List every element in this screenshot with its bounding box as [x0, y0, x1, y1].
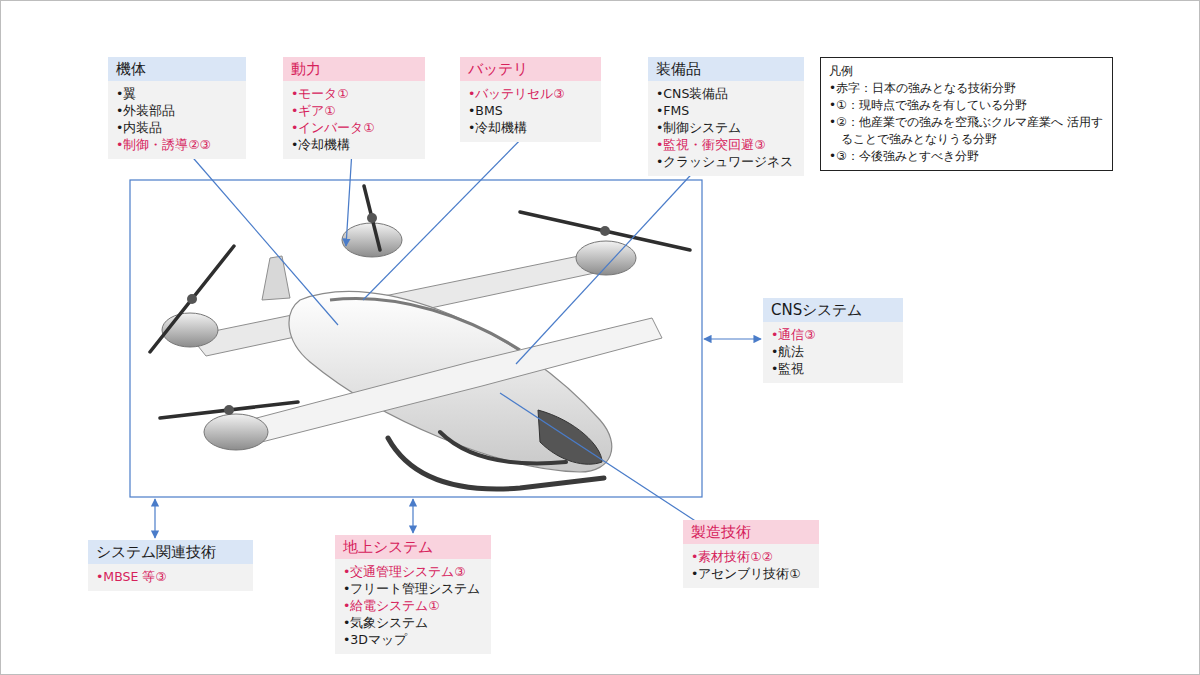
- aircraft-frame: [130, 180, 702, 497]
- item-text: •フリート管理システム: [335, 580, 491, 597]
- item-text: •冷却機構: [283, 136, 425, 159]
- propeller-blade: [364, 186, 380, 250]
- item-text: •気象システム: [335, 614, 491, 631]
- leader-line: [516, 165, 700, 364]
- front-wing: [230, 318, 662, 446]
- double-arrow: [704, 338, 761, 339]
- propeller-blade: [160, 402, 298, 418]
- callout-box: システム関連技術•MBSE 等③: [88, 540, 253, 591]
- item-text: •クラッシュワージネス: [648, 153, 804, 176]
- item-text: •翼: [108, 81, 246, 102]
- category-heading: 装備品: [648, 57, 804, 81]
- rotor-hub: [224, 405, 234, 415]
- item-text: •FMS: [648, 102, 804, 119]
- item-text: •モータ①: [283, 81, 425, 102]
- callout-box: 製造技術•素材技術①②•アセンブリ技術①: [683, 520, 819, 588]
- category-heading: システム関連技術: [88, 540, 253, 564]
- item-text: •内装品: [108, 119, 246, 136]
- category-heading: 機体: [108, 57, 246, 81]
- callout-box: バッテリ•バッテリセル③•BMS•冷却機構: [460, 57, 601, 142]
- item-text: •航法: [763, 343, 903, 360]
- rotor-nacelle: [162, 313, 218, 347]
- item-text: •素材技術①②: [683, 544, 819, 565]
- skid: [440, 432, 566, 463]
- legend-note: •赤字：日本の強みとなる技術分野: [829, 80, 1104, 97]
- item-text: •バッテリセル③: [460, 81, 601, 102]
- link-arrows: [155, 339, 761, 538]
- legend-title: 凡例: [829, 63, 1104, 80]
- category-heading: 地上システム: [335, 535, 491, 559]
- legend-note: •③：今後強みとすべき分野: [829, 148, 1104, 165]
- propeller-blade: [520, 212, 690, 250]
- category-heading: CNSシステム: [763, 298, 903, 322]
- item-text: •インバータ①: [283, 119, 425, 136]
- leader-line: [188, 152, 338, 325]
- item-text: •BMS: [460, 102, 601, 119]
- leader-line: [346, 150, 352, 246]
- item-text: •アセンブリ技術①: [683, 565, 819, 588]
- tail-fin: [262, 256, 290, 300]
- fuselage-window: [330, 299, 520, 350]
- legend-note: •①：現時点で強みを有している分野: [829, 97, 1104, 114]
- item-text: •MBSE 等③: [88, 564, 253, 591]
- category-heading: 動力: [283, 57, 425, 81]
- item-text: •制御システム: [648, 119, 804, 136]
- canopy: [538, 410, 602, 464]
- rotor-nacelle: [342, 223, 402, 257]
- item-text: •冷却機構: [460, 119, 601, 142]
- category-heading: 製造技術: [683, 520, 819, 544]
- item-text: •制御・誘導②③: [108, 136, 246, 159]
- rotor-nacelle: [204, 414, 268, 450]
- skid: [388, 438, 604, 489]
- item-text: •監視・衝突回避③: [648, 136, 804, 153]
- item-text: •外装部品: [108, 102, 246, 119]
- rotor-hub: [600, 226, 610, 236]
- callout-box: 動力•モータ①•ギア①•インバータ①•冷却機構: [283, 57, 425, 159]
- evtol-aircraft: [150, 186, 690, 489]
- callout-box: CNSシステム•通信③•航法•監視: [763, 298, 903, 383]
- leader-lines: [188, 130, 700, 524]
- rotor-hub: [187, 294, 197, 304]
- leader-line: [500, 393, 700, 524]
- callout-box: 地上システム•交通管理システム③•フリート管理システム•給電システム①•気象シス…: [335, 535, 491, 654]
- rotor-nacelle: [576, 241, 636, 275]
- callout-box: 機体•翼•外装部品•内装品•制御・誘導②③: [108, 57, 246, 159]
- item-text: •給電システム①: [335, 597, 491, 614]
- item-text: •ギア①: [283, 102, 425, 119]
- item-text: •3Dマップ: [335, 631, 491, 654]
- item-text: •通信③: [763, 322, 903, 343]
- rotor-hub: [367, 213, 377, 223]
- legend-note: •②：他産業での強みを空飛ぶクルマ産業へ 活用することで強みとなりうる分野: [829, 114, 1104, 148]
- double-arrow: [154, 499, 155, 538]
- propeller-blade: [150, 246, 234, 352]
- legend-box: 凡例•赤字：日本の強みとなる技術分野•①：現時点で強みを有している分野•②：他産…: [820, 57, 1113, 171]
- double-arrow: [412, 499, 413, 533]
- item-text: •CNS装備品: [648, 81, 804, 102]
- category-heading: バッテリ: [460, 57, 601, 81]
- callout-box: 装備品•CNS装備品•FMS•制御システム•監視・衝突回避③•クラッシュワージネ…: [648, 57, 804, 176]
- item-text: •監視: [763, 360, 903, 383]
- item-text: •交通管理システム③: [335, 559, 491, 580]
